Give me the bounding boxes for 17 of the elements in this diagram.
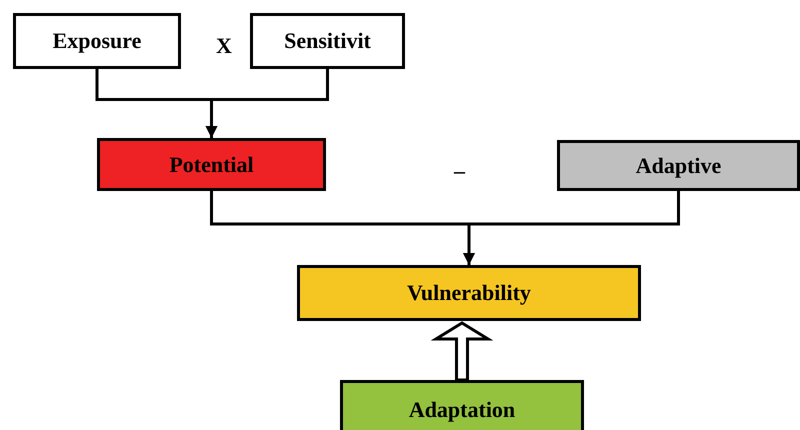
box-label: Potential — [169, 152, 254, 178]
process-box — [13, 13, 181, 69]
operator-sign: – — [454, 158, 465, 184]
process-box — [297, 265, 641, 321]
arrow — [206, 69, 329, 138]
arrow — [463, 191, 680, 265]
box-label: Exposure — [52, 28, 142, 54]
process-box — [557, 140, 800, 191]
hollow-arrow — [430, 321, 494, 382]
operator-sign: X — [216, 33, 232, 59]
box-label: Adaptive — [636, 152, 722, 178]
process-box — [250, 13, 405, 69]
process-box — [340, 380, 584, 430]
box-label: Adaptation — [408, 397, 516, 423]
process-box — [97, 138, 326, 191]
box-label: Vulnerability — [407, 280, 531, 306]
box-label: Sensitivit — [284, 28, 371, 54]
